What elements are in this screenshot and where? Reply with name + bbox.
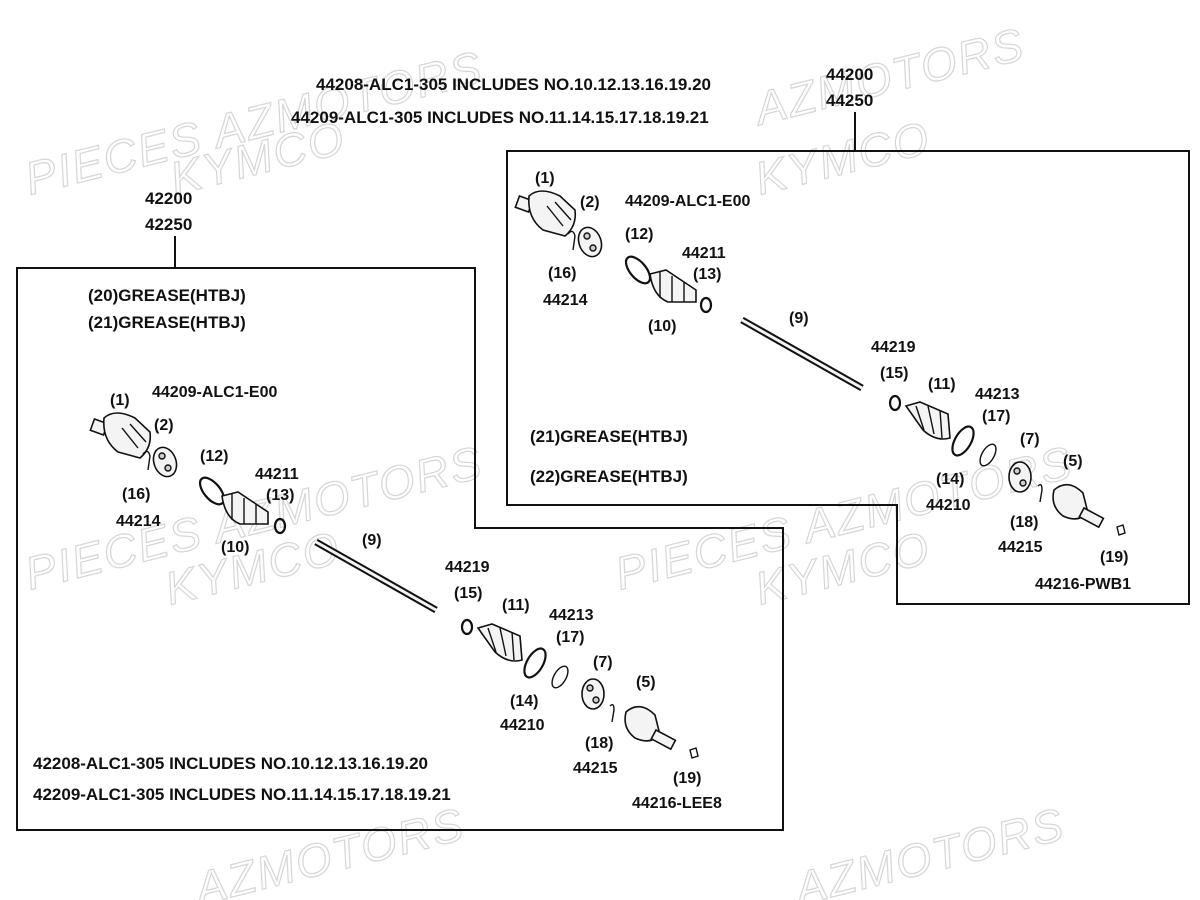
right-label-p15: (15) (880, 365, 908, 382)
left-label-p44215: 44215 (573, 760, 618, 777)
right-part-13-band (699, 296, 713, 314)
right-part-12-band (624, 255, 652, 285)
left-label-p44216: 44216-LEE8 (632, 795, 722, 812)
right-part-10-boot (649, 269, 697, 303)
left-label-p44210: 44210 (500, 717, 545, 734)
watermark-text: AZMOTORS (747, 18, 1030, 136)
left-label-p44214: 44214 (116, 513, 161, 530)
left-part-16-clip (142, 450, 151, 471)
left-label-p9: (9) (362, 532, 382, 549)
left-label-p1: (1) (110, 392, 130, 409)
right-label-p9: (9) (789, 310, 809, 327)
left-part-19-nut (689, 747, 699, 759)
right-label-p2: (2) (580, 194, 600, 211)
left-label-p16: (16) (122, 486, 150, 503)
header-includes-line-2: 44209-ALC1-305 INCLUDES NO.11.14.15.17.1… (291, 108, 709, 127)
left-label-p10: (10) (221, 539, 249, 556)
left-label-p2: (2) (154, 417, 174, 434)
left-assembly-code-b: 42250 (145, 215, 192, 234)
left-grease-2: (21)GREASE(HTBJ) (88, 313, 246, 332)
left-grease-1: (20)GREASE(HTBJ) (88, 286, 246, 305)
left-label-p17: (17) (556, 629, 584, 646)
left-label-p11: (11) (502, 597, 530, 614)
right-assembly: (1) 44209-ALC1-E00 (2) (12) 44211 (13) (… (514, 170, 1131, 593)
right-label-p18: (18) (1010, 514, 1038, 531)
right-grease-2: (22)GREASE(HTBJ) (530, 467, 688, 486)
left-assembly-code-a: 42200 (145, 189, 192, 208)
right-label-p13: (13) (693, 266, 721, 283)
left-part-11-boot (476, 623, 523, 662)
left-label-p7: (7) (593, 654, 613, 671)
left-assembly-frame (16, 267, 784, 831)
right-part-16-clip (567, 230, 576, 251)
left-assembly: (20)GREASE(HTBJ) (21)GREASE(HTBJ) (33, 286, 722, 812)
left-part-2-bearing-cage (152, 446, 178, 478)
right-part-19-nut (1116, 524, 1126, 536)
left-part-5-outer-joint (624, 705, 677, 751)
right-part-7-bearing-cage (1008, 461, 1032, 493)
left-label-p5: (5) (636, 674, 656, 691)
left-label-p15: (15) (454, 585, 482, 602)
right-assembly-code-b: 44250 (826, 91, 873, 110)
right-label-p7: (7) (1020, 431, 1040, 448)
left-label-kit-e00: 44209-ALC1-E00 (152, 384, 278, 401)
right-part-17-circlip (979, 443, 997, 467)
watermark-text: AZMOTORS (187, 798, 470, 900)
right-label-p11: (11) (928, 376, 956, 393)
left-part-1-joint-housing (89, 412, 152, 459)
right-label-p10: (10) (648, 318, 676, 335)
left-footer-includes-2: 42209-ALC1-305 INCLUDES NO.11.14.15.17.1… (33, 785, 451, 804)
left-label-p12: (12) (200, 448, 228, 465)
right-label-p19: (19) (1100, 549, 1128, 566)
right-part-11-boot (904, 401, 951, 440)
right-label-kit-e00: 44209-ALC1-E00 (625, 193, 751, 210)
right-label-p44213: 44213 (975, 386, 1020, 403)
right-grease-1: (21)GREASE(HTBJ) (530, 427, 688, 446)
left-label-p44213: 44213 (549, 607, 594, 624)
left-label-p19: (19) (673, 770, 701, 787)
left-part-15-band (460, 618, 474, 636)
right-label-p44210: 44210 (926, 497, 971, 514)
left-part-12-band (198, 476, 226, 506)
right-assembly-code-a: 44200 (826, 65, 873, 84)
left-part-17-circlip (551, 665, 569, 689)
right-label-p44219: 44219 (871, 339, 916, 356)
left-label-p14: (14) (510, 693, 538, 710)
right-label-p44216: 44216-PWB1 (1035, 576, 1131, 593)
header-includes-line-1: 44208-ALC1-305 INCLUDES NO.10.12.13.16.1… (316, 75, 711, 94)
right-part-2-bearing-cage (577, 226, 603, 258)
right-assembly-frame (506, 150, 1190, 605)
right-label-p44215: 44215 (998, 539, 1043, 556)
right-label-p5: (5) (1063, 453, 1083, 470)
watermark-text: AZMOTORS (787, 798, 1070, 900)
right-label-p17: (17) (982, 408, 1010, 425)
left-label-p44211: 44211 (255, 466, 299, 483)
right-part-1-joint-housing (514, 190, 577, 237)
right-label-p16: (16) (548, 265, 576, 282)
left-part-10-boot (221, 491, 269, 525)
right-part-9-shaft (740, 316, 864, 392)
left-label-p13: (13) (266, 487, 294, 504)
left-part-18-clip (609, 703, 615, 723)
right-part-14-band (951, 425, 975, 457)
right-label-p44214: 44214 (543, 292, 588, 309)
right-label-p14: (14) (936, 471, 964, 488)
left-part-13-band (273, 517, 287, 535)
left-part-7-bearing-cage (581, 678, 605, 710)
right-part-5-outer-joint (1052, 483, 1105, 529)
right-label-p12: (12) (625, 226, 653, 243)
left-label-p18: (18) (585, 735, 613, 752)
left-label-p44219: 44219 (445, 559, 490, 576)
left-part-14-band (523, 647, 547, 679)
right-part-15-band (888, 394, 902, 412)
right-label-p44211: 44211 (682, 245, 726, 262)
right-part-18-clip (1037, 483, 1043, 503)
right-label-p1: (1) (535, 170, 555, 187)
left-footer-includes-1: 42208-ALC1-305 INCLUDES NO.10.12.13.16.1… (33, 754, 428, 773)
left-part-9-shaft (314, 538, 438, 614)
